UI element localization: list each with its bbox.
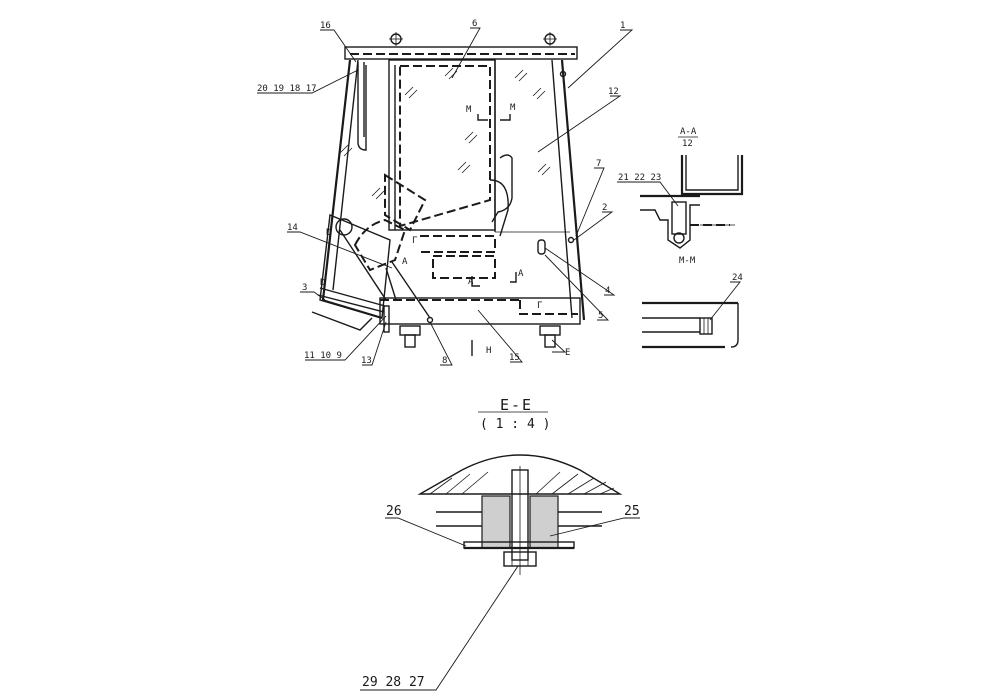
callout-labels-main: 1 2 3 4 5 6 7 8 12 13 14 15 16 20 19 18 … xyxy=(257,19,625,366)
cab-floor-frame xyxy=(379,297,581,325)
lifting-eye-right xyxy=(543,32,557,46)
svg-text:A: A xyxy=(518,269,524,279)
callout-group-29-27: 29 28 27 xyxy=(362,675,425,690)
svg-text:M-M: M-M xyxy=(679,256,696,266)
callout-2: 2 xyxy=(602,203,607,213)
callout-13: 13 xyxy=(361,356,372,366)
aa-title: A-A xyxy=(680,127,697,137)
callout-24: 24 xyxy=(732,273,743,283)
svg-text:H: H xyxy=(486,346,491,356)
ee-title: E-E xyxy=(500,396,533,414)
mount-left xyxy=(399,325,421,348)
callout-6: 6 xyxy=(472,19,477,29)
rubber-pad-right xyxy=(529,495,559,549)
svg-text:D: D xyxy=(326,228,331,238)
callout-16: 16 xyxy=(320,21,331,31)
callout-15: 15 xyxy=(509,353,520,363)
svg-text:E: E xyxy=(565,348,570,358)
callout-4: 4 xyxy=(605,286,610,296)
section-e-e-view: E-E ( 1 : 4 ) 25 26 xyxy=(360,396,640,691)
callout-7: 7 xyxy=(596,159,601,169)
svg-text:A: A xyxy=(468,277,474,287)
callout-3: 3 xyxy=(302,283,307,293)
callout-group-20-17: 20 19 18 17 xyxy=(257,84,317,94)
svg-text:Г: Г xyxy=(412,236,417,246)
section-a-a-view: A-A 12 M-M 21 22 23 xyxy=(617,127,744,266)
cab-roof xyxy=(344,46,578,60)
svg-text:M: M xyxy=(510,103,516,113)
callout-5: 5 xyxy=(598,311,603,321)
callout-group-21-23: 21 22 23 xyxy=(618,173,661,183)
svg-text:A: A xyxy=(402,257,408,267)
callout-1: 1 xyxy=(620,21,625,31)
rubber-pad-left xyxy=(481,495,511,549)
svg-text:D: D xyxy=(320,278,325,288)
callout-8: 8 xyxy=(442,356,447,366)
callout-26: 26 xyxy=(386,504,402,519)
section-marks-main: M M A A A D D Г Г E H xyxy=(320,103,570,358)
cab-assembly-view xyxy=(311,32,586,348)
callout-25: 25 xyxy=(624,504,640,519)
svg-text:M: M xyxy=(466,105,472,115)
section-m-m-view: 24 xyxy=(642,273,743,349)
ee-scale: ( 1 : 4 ) xyxy=(480,417,550,432)
lifting-eye-left xyxy=(389,32,403,46)
glass-hatching xyxy=(339,67,551,200)
callout-14: 14 xyxy=(287,223,298,233)
mount-right xyxy=(539,325,561,348)
callout-group-11-9: 11 10 9 xyxy=(304,351,342,361)
leader-lines-main xyxy=(257,27,634,366)
aa-scale: 12 xyxy=(682,139,693,149)
cab-door-frame xyxy=(388,59,496,231)
svg-text:Г: Г xyxy=(537,301,542,311)
callout-12: 12 xyxy=(608,87,619,97)
